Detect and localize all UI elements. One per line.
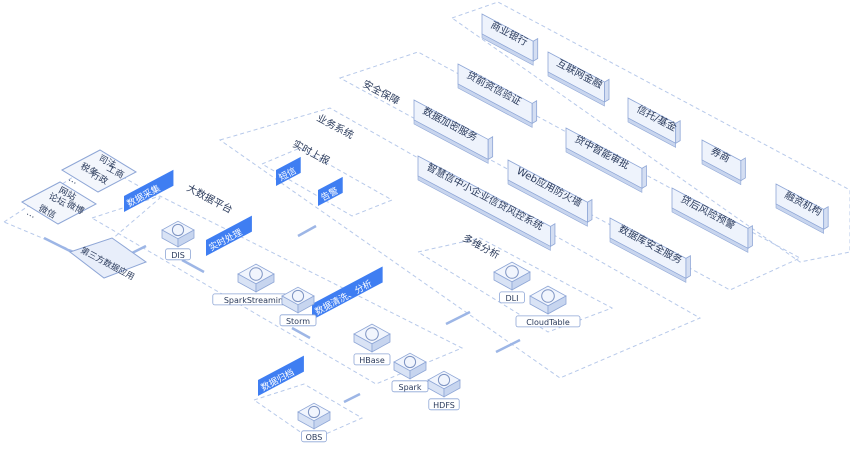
box-quanshang: 券商	[701, 139, 746, 186]
tag-duanxin: 短信	[276, 156, 301, 186]
multi-analysis-title: 多维分析	[461, 231, 502, 261]
tag-realtime-process: 实时处理	[206, 215, 252, 256]
cube-hbase-icon	[365, 327, 379, 341]
cube-spark-label: Spark	[399, 383, 422, 392]
cube-cloudtable: CloudTable	[515, 285, 581, 328]
box-core-system: 智慧信中小企业信贷风控系统	[417, 155, 556, 251]
cube-spark-streaming-icon	[249, 267, 263, 281]
arrow-storm-to-clean	[291, 326, 311, 340]
cube-storm: Storm	[279, 286, 317, 327]
cube-hdfs-icon	[437, 373, 451, 387]
cube-storm-label: Storm	[286, 317, 310, 326]
cube-storm-icon	[291, 289, 305, 303]
tag-data-archive: 数据归档	[258, 355, 304, 396]
business-panel	[218, 107, 702, 379]
arrow-hbase-to-obs	[343, 392, 361, 404]
cube-hdfs-label: HDFS	[433, 401, 455, 410]
box-database-security: 数据库安全服务	[609, 217, 691, 283]
business-title: 业务系统	[315, 111, 356, 141]
cube-obs-icon	[307, 405, 321, 419]
arrow-realtime-to-report	[297, 224, 317, 238]
tag-gaojing: 告警	[318, 176, 343, 206]
box-shangye-yinhang: 商业银行	[481, 13, 539, 66]
cube-spark-streaming: SparkStreaming	[212, 263, 300, 306]
tag-data-collect: 数据采集	[124, 169, 174, 212]
cube-spark-streaming-label: SparkStreaming	[224, 296, 288, 305]
sources-ellipsis-1: …	[67, 174, 80, 187]
box-daiqian-zixin: 贷前资信验证	[457, 63, 538, 128]
cube-dis: DIS	[161, 220, 195, 261]
arrow-dis-to-realtime	[181, 258, 205, 274]
cube-dli: DLI	[493, 261, 531, 304]
cube-obs-label: OBS	[306, 433, 323, 442]
arrow-sources-to-app	[43, 236, 73, 254]
box-daizhong-shenpi: 贷中智能审批	[565, 127, 647, 193]
sources-ellipsis-2: …	[25, 208, 38, 221]
arrow-hdfs-to-dli	[495, 338, 521, 354]
cube-hdfs: HDFS	[427, 370, 461, 411]
security-title: 安全保障	[361, 77, 402, 107]
third-party-app-box: 第三方数据应用	[68, 237, 148, 283]
sources-group: 司法 工商 税务 行政 网站 论坛 微博 微信 … …	[20, 149, 138, 225]
bigdata-title: 大数据平台	[185, 181, 235, 216]
cube-obs: OBS	[297, 402, 331, 443]
cube-hbase-label: HBase	[359, 356, 385, 365]
cube-dis-icon	[171, 223, 185, 237]
cube-hbase: HBase	[353, 323, 391, 366]
multi-analysis-panel	[416, 237, 614, 333]
cube-cloudtable-icon	[541, 289, 555, 303]
cube-spark: Spark	[391, 352, 429, 393]
box-xintuo-jijin: 信托/基金	[627, 97, 681, 148]
cube-dli-icon	[505, 265, 519, 279]
sources-panel	[2, 161, 161, 259]
tag-data-clean: 数据清洗、分析	[312, 266, 383, 320]
cube-spark-icon	[403, 355, 417, 369]
bigdata-panel	[90, 195, 464, 385]
box-shuju-jiami: 数据加密服务	[413, 99, 494, 164]
tag-data-clean-label: 数据清洗、分析	[313, 277, 374, 317]
cube-cloudtable-label: CloudTable	[526, 318, 570, 327]
archive-panel	[252, 383, 364, 441]
box-rongzi-jigou: 融资机构	[775, 183, 829, 234]
cube-dis-label: DIS	[171, 251, 185, 260]
arrow-clean-to-dli	[445, 310, 471, 326]
box-hulianwang-jinrong: 互联网金融	[547, 51, 610, 107]
institutions-panel	[450, 1, 850, 263]
cube-dli-label: DLI	[506, 294, 519, 303]
